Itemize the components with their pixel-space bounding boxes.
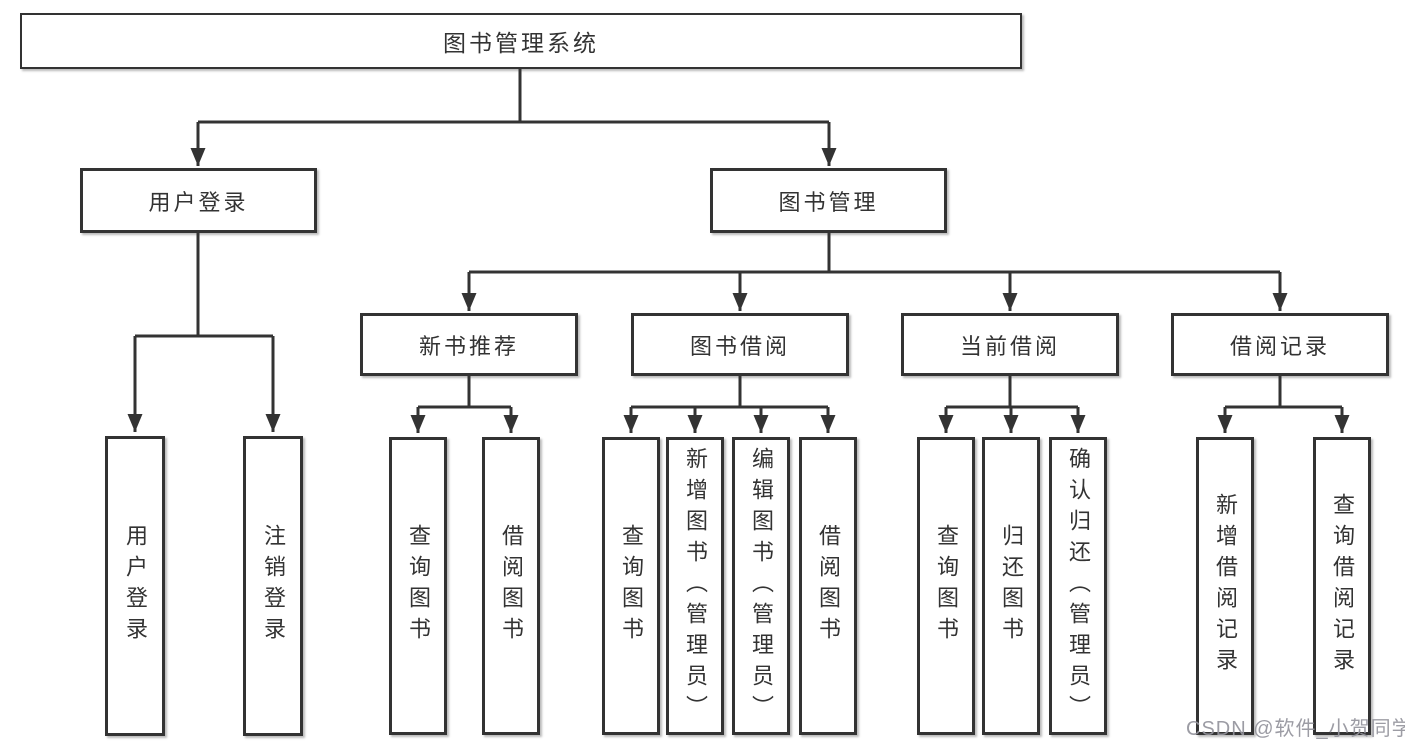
leaf-query-book-1: 查询图书 (389, 437, 447, 735)
leaf-add-book-admin: 新增图书（管理员） (666, 437, 724, 735)
csdn-watermark: CSDN @软件_小贺同学 (1186, 718, 1405, 740)
leaf-edit-book-admin: 编辑图书（管理员） (732, 437, 790, 735)
connector-skeleton (135, 68, 1342, 409)
leaf-query-book-2: 查询图书 (602, 437, 660, 735)
node-borrow-record: 借阅记录 (1171, 313, 1389, 376)
node-book-borrow: 图书借阅 (631, 313, 849, 376)
node-user-login-branch: 用户登录 (80, 168, 317, 233)
leaf-borrow-book-2: 借阅图书 (799, 437, 857, 735)
leaf-logout: 注销登录 (243, 436, 303, 736)
leaf-return-book: 归还图书 (982, 437, 1040, 735)
node-current-borrow: 当前借阅 (901, 313, 1119, 376)
leaf-query-borrow-record: 查询借阅记录 (1313, 437, 1371, 735)
node-new-book-recommend: 新书推荐 (360, 313, 578, 376)
node-book-management-branch: 图书管理 (710, 168, 947, 233)
leaf-user-login: 用户登录 (105, 436, 165, 736)
node-library-system: 图书管理系统 (20, 13, 1022, 69)
leaf-borrow-book-1: 借阅图书 (482, 437, 540, 735)
leaf-add-borrow-record: 新增借阅记录 (1196, 437, 1254, 735)
leaf-query-book-3: 查询图书 (917, 437, 975, 735)
leaf-confirm-return-admin: 确认归还（管理员） (1049, 437, 1107, 735)
